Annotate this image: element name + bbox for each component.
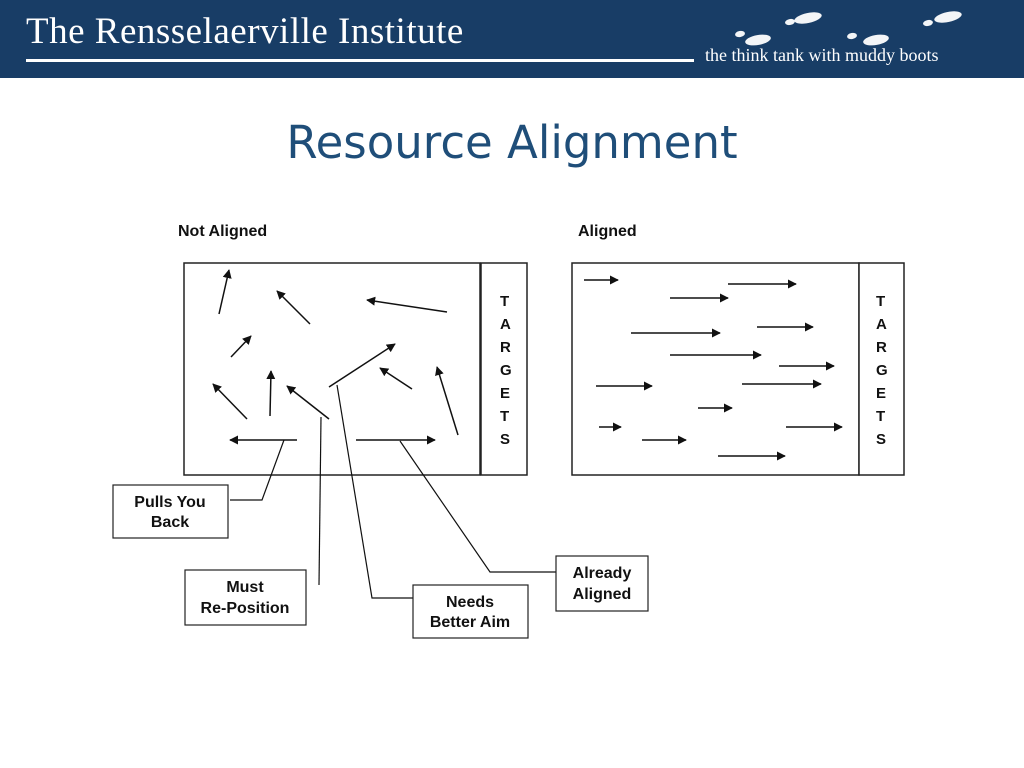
callout-must-reposition: Must Re-Position — [184, 569, 307, 626]
aligned-label: Aligned — [578, 223, 637, 240]
not-aligned-panel: T A R G E T S — [183, 262, 528, 476]
tagline: the think tank with muddy boots — [705, 45, 939, 65]
header-banner: The Rensselaerville Institute the think … — [0, 0, 1024, 78]
arrow — [435, 366, 459, 436]
arrow — [366, 296, 448, 313]
callout-needs-better-aim: Needs Better Aim — [412, 584, 529, 639]
arrow — [328, 343, 396, 388]
svg-text:Back: Back — [151, 514, 189, 531]
arrow — [230, 335, 252, 358]
targets-box-left — [480, 262, 528, 476]
not-aligned-label: Not Aligned — [178, 223, 267, 240]
arrow — [276, 290, 311, 325]
target-letter: A — [500, 316, 511, 333]
target-letter: E — [500, 385, 510, 402]
arrow — [218, 269, 232, 315]
svg-text:Better Aim: Better Aim — [430, 614, 510, 631]
arrow — [379, 367, 413, 390]
targets-box-right — [858, 262, 905, 476]
svg-text:Re-Position: Re-Position — [201, 600, 290, 617]
callout-pulls-you-back: Pulls You Back — [112, 484, 229, 539]
target-letter: T — [876, 293, 885, 310]
arrow — [212, 383, 248, 420]
target-letter: S — [500, 431, 510, 448]
svg-text:Already: Already — [573, 565, 632, 582]
arrow — [286, 385, 330, 420]
org-name: The Rensselaerville Institute — [26, 11, 464, 52]
target-letter: T — [500, 408, 509, 425]
target-letter: G — [876, 362, 888, 379]
callout-already-aligned: Already Aligned — [555, 555, 649, 612]
target-letter: T — [876, 408, 885, 425]
target-letter: R — [500, 339, 511, 356]
svg-text:Aligned: Aligned — [573, 586, 632, 603]
boot-prints-icon — [735, 11, 962, 46]
slide-title: Resource Alignment — [286, 116, 738, 169]
target-letter: A — [876, 316, 887, 333]
target-letter: R — [876, 339, 887, 356]
svg-text:Needs: Needs — [446, 594, 494, 611]
callout-leaders — [230, 384, 556, 599]
svg-text:Must: Must — [226, 579, 264, 596]
banner-rule — [26, 59, 694, 62]
svg-text:Pulls You: Pulls You — [134, 494, 205, 511]
arrow — [266, 370, 276, 417]
target-letter: T — [500, 293, 509, 310]
target-letter: E — [876, 385, 886, 402]
aligned-panel: T A R G E T S — [571, 262, 905, 476]
target-letter: S — [876, 431, 886, 448]
target-letter: G — [500, 362, 512, 379]
